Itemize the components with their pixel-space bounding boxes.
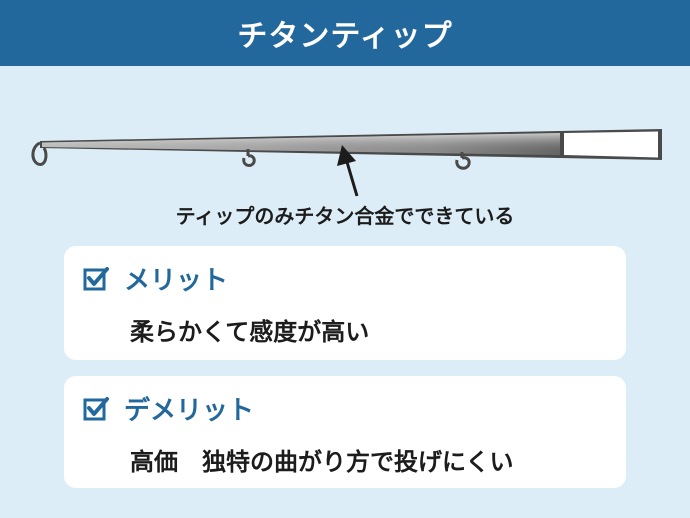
fishing-rod-illustration [31, 129, 662, 197]
demerit-heading: デメリット [82, 390, 254, 427]
checkbox-checked-icon [83, 266, 109, 290]
tip-top-guide [31, 141, 48, 166]
line-guide [455, 152, 471, 170]
page-title: チタンティップ [237, 19, 453, 54]
merit-card: メリット 柔らかくて感度が高い [64, 246, 626, 360]
merit-heading: メリット [82, 260, 228, 297]
illustration-caption: ティップのみチタン合金でできている [175, 204, 515, 228]
line-guide [242, 149, 256, 167]
merit-label: メリット [124, 266, 229, 296]
pointer-arrow [337, 145, 359, 197]
header-banner: チタンティップ [0, 0, 690, 66]
rod-body-section [564, 131, 658, 158]
demerit-text: 高価 独特の曲がり方で投げにくい [130, 448, 514, 476]
checkbox-checked-icon [83, 396, 109, 420]
demerit-label: デメリット [124, 396, 255, 426]
merit-text: 柔らかくて感度が高い [130, 318, 370, 346]
demerit-card: デメリット 高価 独特の曲がり方で投げにくい [64, 376, 626, 488]
